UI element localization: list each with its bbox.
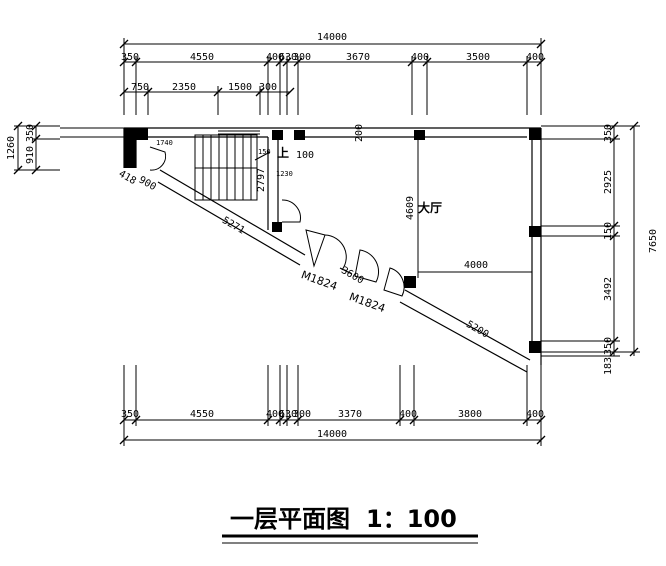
columns <box>124 128 541 353</box>
right-dim-3: 150 <box>603 222 614 240</box>
interior-dim-1230: 1230 <box>276 170 293 178</box>
bottom-dim-9: 400 <box>526 409 544 420</box>
bottom-dim-6: 3370 <box>338 409 362 420</box>
left-dim-1: 1260 <box>6 136 17 160</box>
left-dim-2: 910 <box>25 146 36 164</box>
bottom-dim-2: 4550 <box>190 409 214 420</box>
column-8 <box>529 341 541 353</box>
top-dim-9: 400 <box>526 52 544 63</box>
interior-dim-4000: 4000 <box>464 260 488 271</box>
column-6 <box>529 128 541 140</box>
right-dim-5: 350 <box>603 337 614 355</box>
top-dim-4: 630 <box>279 52 297 63</box>
right-dim-2: 2925 <box>603 170 614 194</box>
interior-dimensions: 1740 200 100 2797 1230 4609 4000 5271 52… <box>117 124 491 341</box>
door-m1824-leaf-2 <box>383 267 405 297</box>
top-dim-3: 400 <box>266 52 284 63</box>
interior-dim-1740: 1740 <box>156 139 173 147</box>
column-7 <box>529 226 541 237</box>
drawing-title-text: 一层平面图 <box>230 505 350 533</box>
top-dimension-chain: 14000 350 4550 400 630 300 3670 400 3500… <box>119 32 546 115</box>
column-10 <box>404 276 416 288</box>
top-dim-8: 3500 <box>466 52 490 63</box>
top-sub-dim-2: 2350 <box>172 82 196 93</box>
door-m1824-swing-2 <box>354 249 380 283</box>
column-4 <box>294 130 305 140</box>
bottom-dim-7: 400 <box>399 409 417 420</box>
right-dim-overall: 7650 <box>648 229 659 253</box>
entrance-door-swing <box>149 146 167 171</box>
door-m1824-swing-1 <box>324 234 347 271</box>
interior-dim-150: 150 <box>258 148 271 156</box>
right-dim-1: 350 <box>603 124 614 142</box>
top-dim-2: 4550 <box>190 52 214 63</box>
left-dimension-chain: 1260 910 350 <box>6 121 124 175</box>
right-dim-6: 183 <box>603 357 614 375</box>
interior-dim-100: 100 <box>296 150 314 161</box>
interior-dim-418: 418 <box>117 169 138 188</box>
column-3 <box>272 130 283 140</box>
staircase: 上 <box>194 130 289 201</box>
interior-dim-2797: 2797 <box>256 168 267 192</box>
doors <box>149 146 405 297</box>
top-overall-dim: 14000 <box>317 32 347 43</box>
top-dim-5: 300 <box>293 52 311 63</box>
hall-label: 大厅 <box>418 200 442 215</box>
interior-dim-4609: 4609 <box>405 196 416 220</box>
interior-dim-200: 200 <box>354 124 365 142</box>
bottom-dim-5: 300 <box>293 409 311 420</box>
top-dim-7: 400 <box>411 52 429 63</box>
right-dimension-chain: 350 2925 150 3492 350 183 7650 <box>541 121 659 375</box>
bottom-dim-1: 350 <box>121 409 139 420</box>
stair-up-label: 上 <box>277 145 289 160</box>
bottom-dimension-chain: 350 4550 400 630 300 3370 400 3800 400 1… <box>119 365 546 446</box>
interior-dim-900: 900 <box>137 175 158 194</box>
right-dim-4: 3492 <box>603 277 614 301</box>
interior-dim-5200: 5200 <box>464 319 490 341</box>
top-sub-dim-4: 300 <box>259 82 277 93</box>
bottom-dim-4: 630 <box>279 409 297 420</box>
drawing-scale: 1：100 <box>366 505 457 533</box>
column-5 <box>414 130 425 140</box>
walls <box>123 127 542 373</box>
drawing-title: 一层平面图 1：100 <box>222 505 478 544</box>
top-dim-6: 3670 <box>346 52 370 63</box>
top-dim-1: 350 <box>121 52 139 63</box>
top-sub-dim-3: 1500 <box>228 82 252 93</box>
door-m1824-leaf-1 <box>305 229 326 268</box>
door-label-1: M1824 <box>299 268 339 293</box>
bottom-overall-dim: 14000 <box>317 429 347 440</box>
column-9 <box>272 222 282 232</box>
interior-dim-3600: 3600 <box>339 265 365 287</box>
bottom-dim-3: 400 <box>266 409 284 420</box>
door-label-2: M1824 <box>347 290 387 315</box>
left-dim-3: 350 <box>25 124 36 142</box>
stair-door-swing <box>281 199 301 223</box>
top-sub-dim-1: 750 <box>131 82 149 93</box>
column-2 <box>124 128 136 168</box>
bottom-dim-8: 3800 <box>458 409 482 420</box>
